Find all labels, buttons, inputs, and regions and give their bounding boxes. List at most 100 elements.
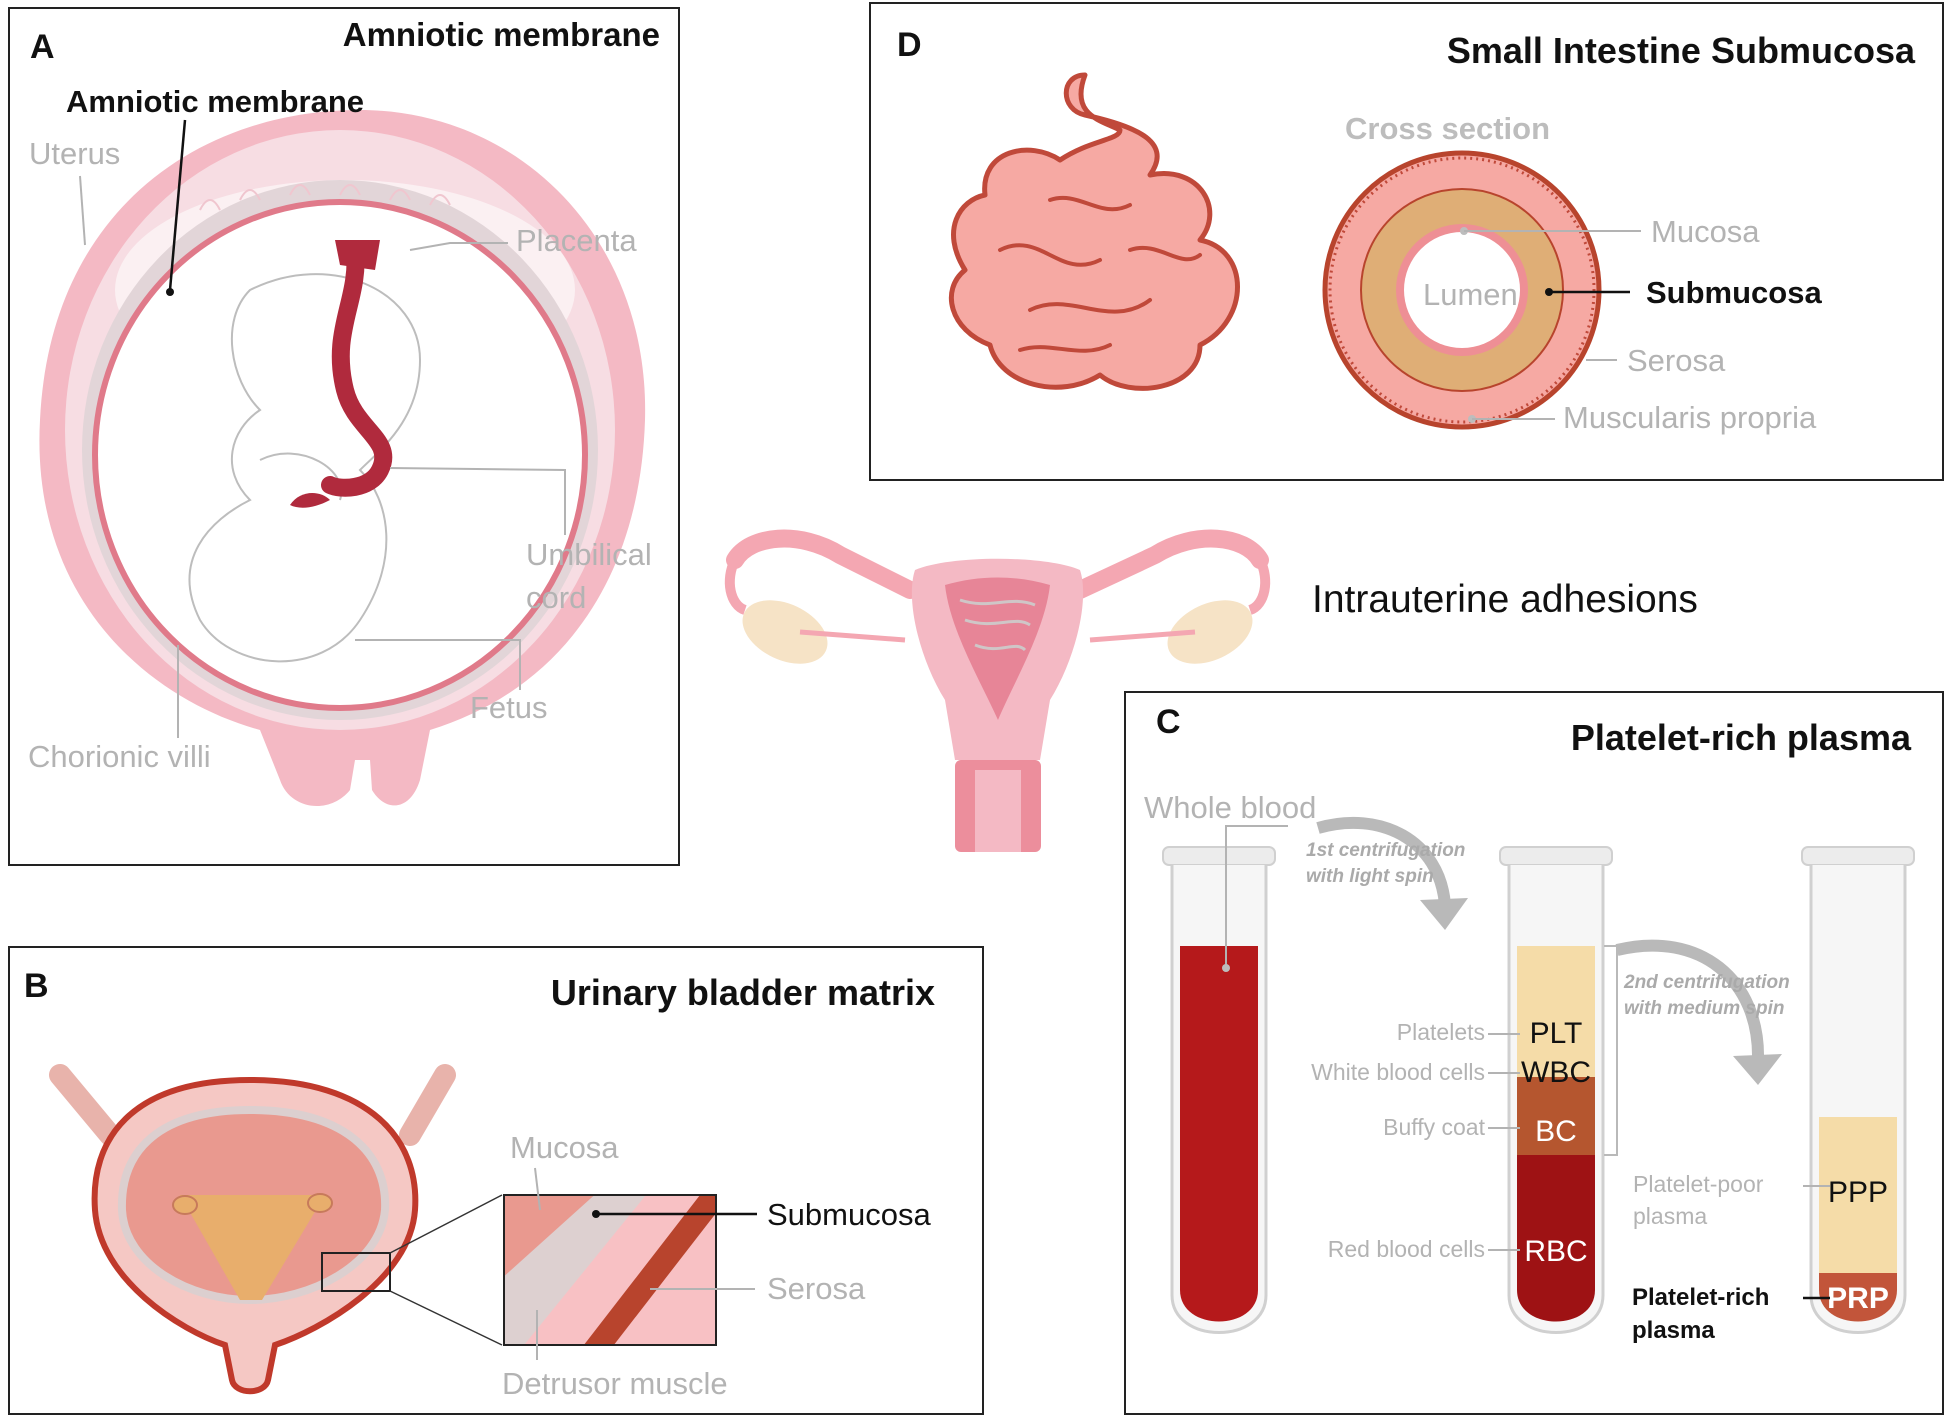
amniotic-leader: [168, 119, 187, 291]
tube3-cap: [1801, 846, 1915, 866]
intestine-folds: [998, 196, 1202, 353]
panel-a-title: Amniotic membrane: [343, 16, 660, 53]
tag-plt: PLT: [1530, 1017, 1583, 1050]
right-ureter: [399, 1064, 456, 1146]
intrauterine-adhesions-label: Intrauterine adhesions: [1312, 578, 1698, 621]
zoom-line-bottom: [389, 1290, 503, 1346]
tube2-buffy: [1517, 1077, 1595, 1155]
panel-a-letter: A: [30, 28, 55, 66]
spin1-text-2: with light spin: [1306, 866, 1434, 887]
fetus-leader: [355, 639, 521, 690]
spin1-text-1: 1st centrifugation: [1306, 840, 1465, 861]
panel-c-letter: C: [1156, 703, 1181, 741]
panel-d-title: Small Intestine Submucosa: [1447, 30, 1916, 71]
tube2-cap: [1499, 846, 1613, 866]
tube2-bracket: [1604, 945, 1618, 1156]
bladder-illustration: [49, 1064, 503, 1395]
bladder-mucosa-label: Mucosa: [510, 1130, 619, 1165]
ureter-orifice-right: [307, 1193, 333, 1213]
left-ovary: [742, 600, 828, 664]
serosa-texture: [1328, 156, 1596, 424]
wbc-label: White blood cells: [1311, 1059, 1485, 1085]
panel-c-title: Platelet-rich plasma: [1571, 717, 1912, 758]
cervical-canal: [975, 770, 1021, 852]
placenta-leader: [409, 242, 508, 251]
spin2-arrow: [1615, 939, 1765, 1061]
tube1-cap: [1162, 846, 1276, 866]
d-mucosa-label: Mucosa: [1651, 214, 1760, 249]
tube-first-spin: [1499, 846, 1613, 1334]
umbilical-label-1: Umbilical: [526, 537, 652, 572]
tag-rbc: RBC: [1524, 1235, 1587, 1268]
cord-insertion: [335, 240, 380, 270]
cross-section-heading: Cross section: [1345, 111, 1550, 146]
intestine-body: [948, 72, 1240, 391]
panel-d: D Small Intestine Submucosa Cross sectio…: [869, 2, 1944, 481]
inset-detrusor: [524, 1195, 716, 1345]
prp-label-2: plasma: [1632, 1317, 1715, 1344]
d-muscularis-label: Muscularis propria: [1563, 400, 1817, 435]
amniotic-membrane-label: Amniotic membrane: [66, 84, 364, 119]
tube-second-spin: [1801, 846, 1915, 1334]
panel-b-title: Urinary bladder matrix: [551, 972, 935, 1013]
right-ovary: [1167, 600, 1253, 664]
tag-prp: PRP: [1827, 1282, 1889, 1315]
right-ligament: [1089, 629, 1196, 643]
tube2-rbc: [1517, 1155, 1595, 1322]
uterus-illustration: [39, 110, 646, 807]
spin1-arrow: [1316, 816, 1451, 906]
buffy-label: Buffy coat: [1383, 1114, 1485, 1140]
ureter-orifice-left: [172, 1195, 198, 1215]
umbilical-leader: [389, 467, 566, 535]
umbilical-cord: [321, 241, 393, 497]
placenta-label: Placenta: [516, 223, 637, 258]
spin2-text-2: with medium spin: [1624, 998, 1784, 1019]
umbilical-label-2: cord: [526, 580, 586, 615]
whole-blood-leader: [1225, 825, 1288, 968]
fetus-label: Fetus: [470, 690, 548, 725]
tube2-plasma: [1517, 946, 1595, 1077]
panel-a: A Amniotic membrane Amniotic membrane: [8, 7, 680, 866]
tube3-prp: [1819, 1273, 1897, 1322]
chorionic-label: Chorionic villi: [28, 739, 211, 774]
tag-ppp: PPP: [1828, 1176, 1888, 1209]
panel-b: B Urinary bladder matrix Mucosa: [8, 946, 984, 1415]
left-ligament: [799, 629, 906, 643]
tube-whole-blood: [1162, 846, 1276, 1334]
trigone: [180, 1195, 325, 1300]
intestine-illustration: [948, 72, 1240, 391]
prp-label-1: Platelet-rich: [1632, 1284, 1769, 1311]
ppp-label-1: Platelet-poor: [1633, 1171, 1764, 1197]
detrusor-label: Detrusor muscle: [502, 1366, 728, 1401]
amniotic-dot: [166, 288, 174, 296]
lumen: [1404, 232, 1520, 348]
spin2-arrowhead: [1733, 1054, 1782, 1085]
bladder-zoom-inset: [503, 1194, 717, 1346]
central-uterus: [724, 529, 1271, 852]
ppp-label-2: plasma: [1633, 1203, 1707, 1229]
inset-frame: [503, 1194, 717, 1346]
adhesions: [959, 598, 1036, 652]
cord-navel: [290, 493, 330, 508]
d-submucosa-label: Submucosa: [1646, 275, 1822, 310]
panel-b-letter: B: [24, 967, 49, 1005]
right-tube: [1071, 529, 1269, 599]
spin1-arrowhead: [1420, 898, 1468, 930]
panel-d-letter: D: [897, 26, 922, 64]
cross-section-illustration: [1322, 150, 1602, 430]
villi-detail: [199, 184, 451, 211]
bladder-mucosa-leader: [534, 1167, 541, 1211]
tube1-blood: [1180, 946, 1258, 1322]
zoom-line-top: [389, 1194, 503, 1254]
tag-bc: BC: [1535, 1115, 1577, 1148]
whole-blood-label: Whole blood: [1144, 790, 1316, 825]
fetus: [188, 273, 422, 663]
left-tube: [726, 529, 919, 599]
right-fimbria: [1247, 557, 1271, 615]
lumen-label: Lumen: [1423, 277, 1518, 312]
left-ureter: [49, 1064, 121, 1146]
tag-wbc: WBC: [1521, 1056, 1591, 1089]
uterus-label: Uterus: [29, 136, 120, 171]
left-fimbria: [724, 557, 748, 615]
